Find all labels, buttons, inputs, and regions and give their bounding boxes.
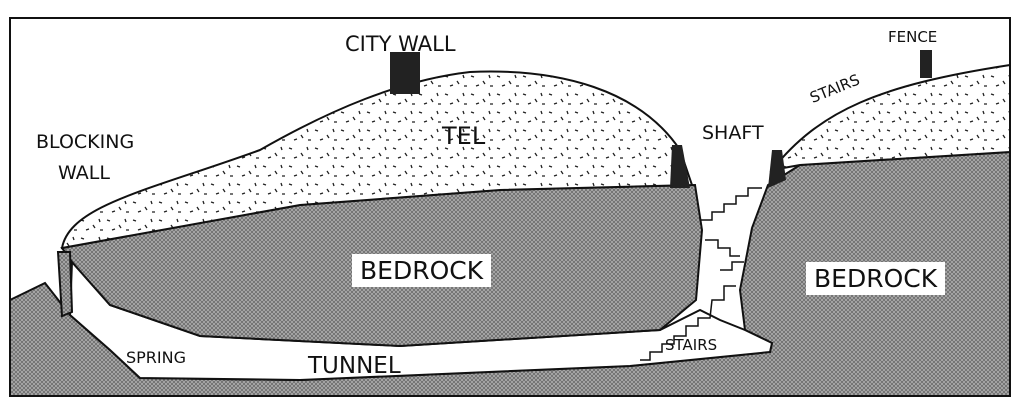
label-city-wall: CITY WALL — [345, 32, 456, 56]
tel-mound-right — [769, 63, 1011, 172]
label-spring: SPRING — [126, 348, 187, 367]
label-tunnel: TUNNEL — [308, 353, 401, 379]
shaft-stairs — [640, 187, 762, 361]
label-bedrock-left: BEDROCK — [352, 254, 492, 287]
fence-structure — [920, 50, 932, 78]
city-wall-structure — [390, 52, 420, 94]
label-tel: TEL — [442, 122, 486, 150]
blocking-wall-structure — [56, 251, 74, 318]
shaft-wall-right — [768, 150, 786, 188]
label-fence: FENCE — [888, 28, 938, 46]
label-bedrock-right: BEDROCK — [806, 262, 946, 295]
label-stairs-lower: STAIRS — [665, 336, 718, 354]
shaft-wall-left — [670, 145, 690, 188]
label-shaft: SHAFT — [702, 122, 764, 144]
label-blocking-wall-line2: WALL — [58, 162, 110, 184]
label-blocking-wall-line1: BLOCKING — [36, 131, 135, 153]
